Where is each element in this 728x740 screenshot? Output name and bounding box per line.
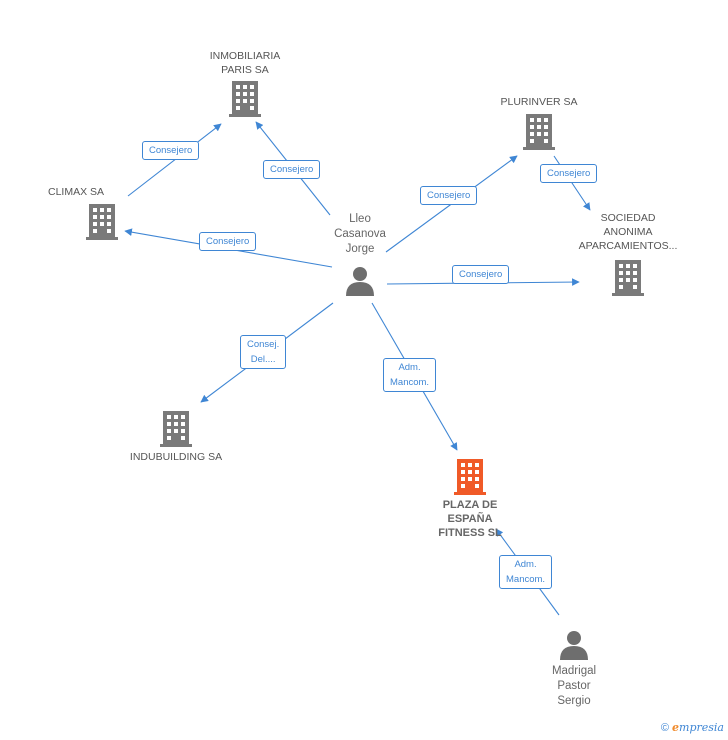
building-icon: [229, 81, 261, 117]
company-label: CLIMAX SA: [47, 186, 105, 198]
person-label: Lleo Casanova Jorge: [334, 213, 386, 255]
company-node-plaza-espana-fitness[interactable]: PLAZA DE ESPAÑA FITNESS SL: [418, 459, 522, 540]
brand-name: empresia: [672, 721, 724, 734]
company-node-indubuilding[interactable]: INDUBUILDING SA: [120, 411, 232, 464]
empresia-watermark: © empresia: [661, 721, 724, 734]
person-node-lleo-casanova[interactable]: Lleo Casanova Jorge: [318, 212, 402, 296]
company-node-climax[interactable]: CLIMAX SA: [47, 185, 154, 240]
building-icon: [160, 411, 192, 447]
company-node-plurinver[interactable]: PLURINVER SA: [487, 95, 591, 150]
company-label: SOCIEDAD ANONIMA APARCAMIENTOS...: [578, 212, 678, 252]
edge-label-lleo-plaza[interactable]: Adm. Mancom.: [383, 358, 437, 392]
edge-label-climax-inmobiliaria[interactable]: Consejero: [142, 141, 200, 160]
edge-label-lleo-sociedad[interactable]: Consejero: [452, 265, 510, 284]
person-node-madrigal-pastor[interactable]: Madrigal Pastor Sergio: [532, 630, 616, 709]
company-label: PLAZA DE ESPAÑA FITNESS SL: [438, 499, 502, 539]
building-icon: [454, 459, 486, 495]
person-icon: [346, 267, 374, 296]
edge-label-plurinver-sociedad[interactable]: Consejero: [540, 164, 598, 183]
edge-label-lleo-indubuilding[interactable]: Consej. Del....: [240, 335, 287, 369]
building-icon: [612, 260, 644, 296]
edge-label-lleo-inmobiliaria[interactable]: Consejero: [263, 160, 321, 179]
edge-label-lleo-climax[interactable]: Consejero: [199, 232, 257, 251]
building-icon: [86, 204, 118, 240]
edge-climax-inmobiliaria: [127, 123, 222, 197]
company-label: INDUBUILDING SA: [129, 451, 223, 463]
person-label: Madrigal Pastor Sergio: [551, 665, 597, 707]
copyright-symbol: ©: [660, 722, 669, 734]
company-node-inmobiliaria-paris[interactable]: INMOBILIARIA PARIS SA: [193, 49, 297, 117]
edge-label-lleo-plurinver[interactable]: Consejero: [420, 186, 478, 205]
edge-label-madrigal-plaza[interactable]: Adm. Mancom.: [499, 555, 553, 589]
person-icon: [560, 631, 588, 660]
building-icon: [523, 114, 555, 150]
company-label: PLURINVER SA: [500, 96, 578, 108]
company-node-sociedad-anonima[interactable]: SOCIEDAD ANONIMA APARCAMIENTOS...: [568, 211, 688, 296]
company-label: INMOBILIARIA PARIS SA: [209, 50, 281, 76]
